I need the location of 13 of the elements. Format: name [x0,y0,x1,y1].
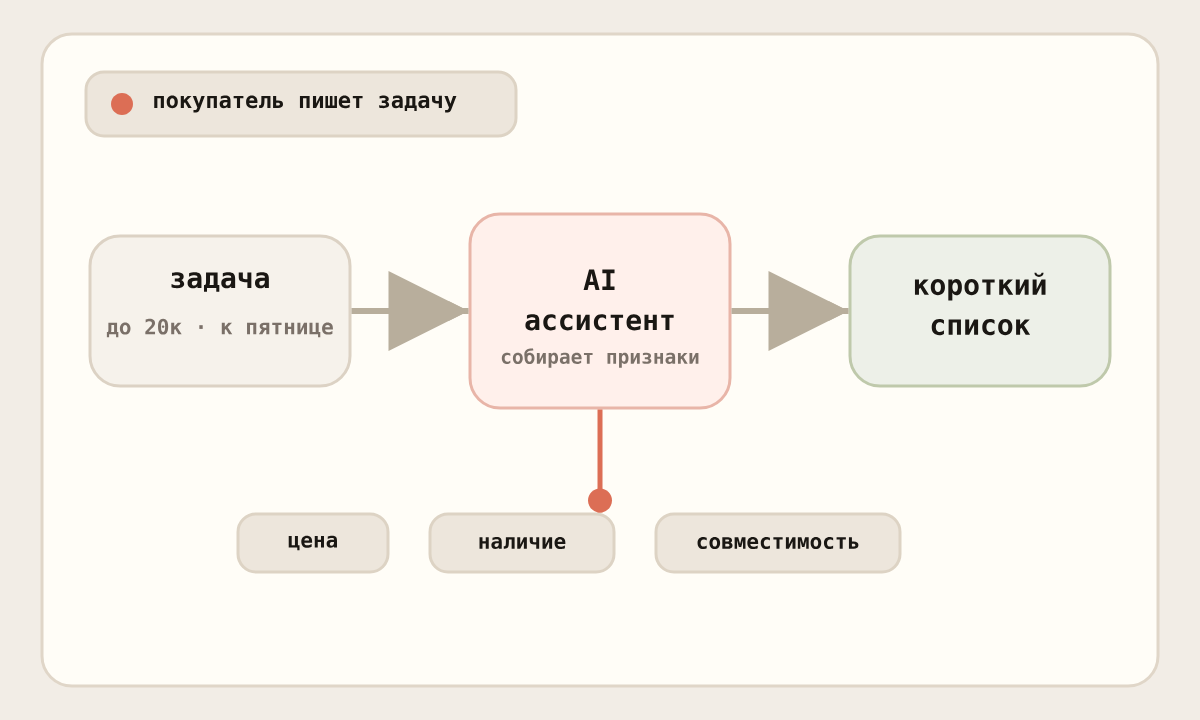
tag-chip: совместимость [654,512,902,574]
box-subtitle: собирает признаки [501,348,699,368]
tag-chip: цена [236,512,390,574]
connector-line [588,407,612,515]
process-box [88,234,352,388]
process-box [468,212,732,410]
tag-chip: наличие [428,512,616,574]
box-subtitle: до 20к · к пятнице [106,318,333,338]
box-title: короткий список [914,272,1046,336]
legend-box: покупатель пишет задачу [84,70,518,138]
process-box [848,234,1112,388]
box-title: AI ассистент [525,269,674,331]
box-title: задача [171,272,269,292]
